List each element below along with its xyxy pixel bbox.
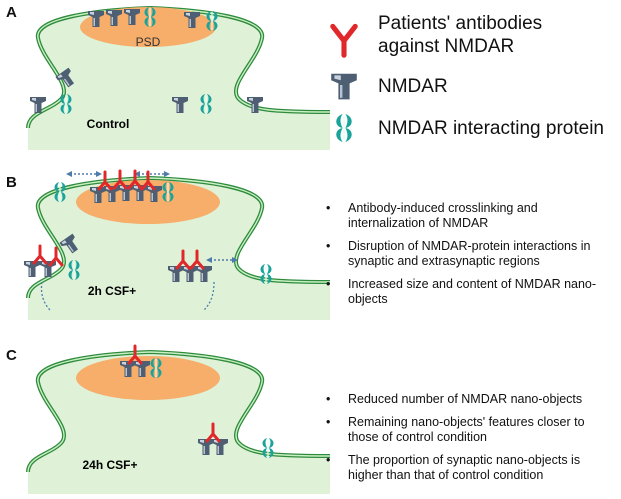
panel-b-letter: B xyxy=(6,174,17,191)
bullet-item: Increased size and content of NMDAR nano… xyxy=(322,277,614,307)
panel-a-scene: PSD Control xyxy=(26,5,331,150)
legend-interacting-protein-icon xyxy=(335,113,353,143)
legend-nmdar-label: NMDAR xyxy=(378,76,448,97)
legend-interacting-protein: NMDAR interacting protein xyxy=(378,117,604,140)
legend-nmdar-icon xyxy=(331,73,357,100)
panel-c-letter: C xyxy=(6,347,17,364)
panel-a-label: Control xyxy=(87,117,130,131)
psd-label: PSD xyxy=(136,35,161,49)
panel-c-label: 24h CSF+ xyxy=(82,458,137,472)
panel-c-bullets: Reduced number of NMDAR nano-objects Rem… xyxy=(322,392,614,491)
panel-a-letter: A xyxy=(6,4,17,21)
bullet-item: Disruption of NMDAR-protein interactions… xyxy=(322,239,614,269)
legend-interacting-protein-label: NMDAR interacting protein xyxy=(378,118,604,139)
diffusion-arrows xyxy=(70,173,234,261)
legend-antibodies: Patients' antibodies against NMDAR xyxy=(378,12,608,58)
bullet-item: Antibody-induced crosslinking and intern… xyxy=(322,201,614,231)
legend-antibodies-label: Patients' antibodies against NMDAR xyxy=(378,13,543,57)
legend-antibody-icon xyxy=(333,26,355,55)
bullet-item: Reduced number of NMDAR nano-objects xyxy=(322,392,614,407)
legend-nmdar: NMDAR xyxy=(378,75,448,98)
panel-b-bullets: Antibody-induced crosslinking and intern… xyxy=(322,201,614,315)
panel-b-scene: 2h CSF+ xyxy=(24,169,331,320)
bullet-item: The proportion of synaptic nano-objects … xyxy=(322,453,614,483)
bullet-item: Remaining nano-objects' features closer … xyxy=(322,415,614,445)
panel-c-scene: 24h CSF+ xyxy=(26,344,331,494)
panel-b-label: 2h CSF+ xyxy=(88,284,136,298)
